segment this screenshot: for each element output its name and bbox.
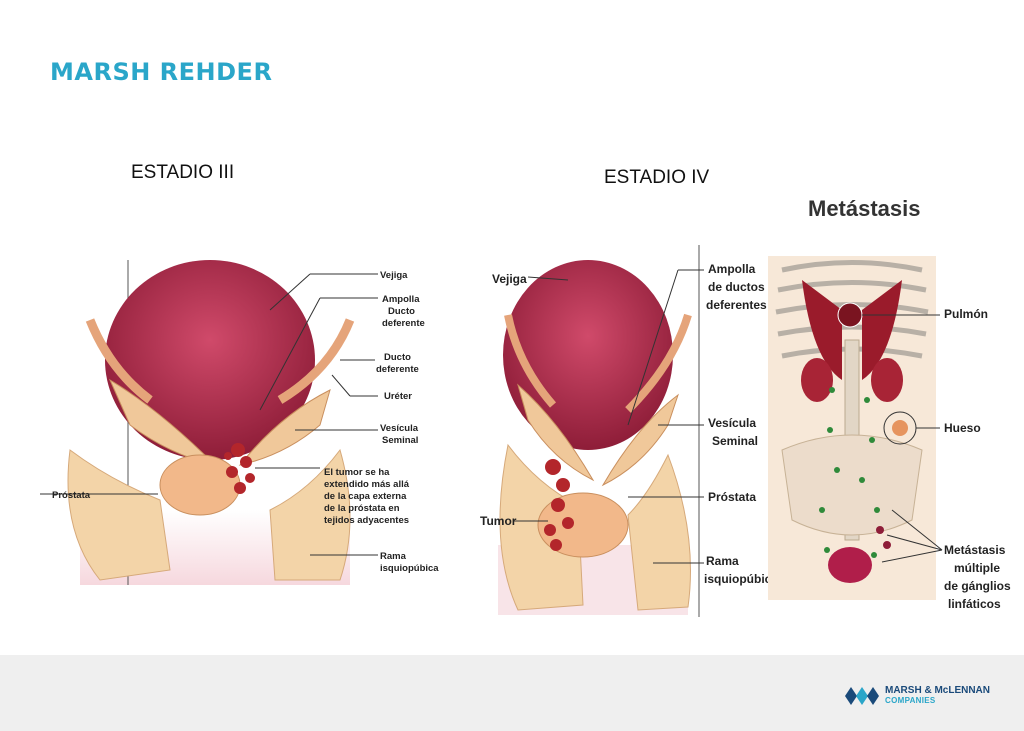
logo-line-1: MARSH & McLENNAN — [885, 685, 990, 696]
label-ganglios: múltiple — [954, 561, 1000, 575]
label-prostata: Próstata — [708, 490, 756, 504]
stage-3-illustration: Vejiga Ampolla Ducto deferente Ducto def… — [40, 250, 460, 590]
label-ampolla: deferentes — [706, 298, 767, 312]
metastasis-title: Metástasis — [808, 196, 921, 221]
metastasis-illustration: Metástasis — [762, 190, 1024, 618]
stage-3-title: ESTADIO III — [131, 162, 235, 183]
label-ganglios: Metástasis — [944, 543, 1006, 557]
label-ducto: deferente — [376, 364, 419, 375]
label-vejiga: Vejiga — [492, 272, 527, 286]
label-tumor: de la capa externa — [324, 491, 407, 502]
stage-4-title: ESTADIO IV — [604, 167, 710, 188]
label-ampolla: deferente — [382, 318, 425, 329]
label-vesicula: Vesícula — [380, 423, 419, 434]
brand-title: MARSH REHDER — [50, 58, 273, 86]
label-ampolla: Ducto — [388, 306, 415, 317]
label-pulmon: Pulmón — [944, 307, 988, 321]
label-tumor: Tumor — [480, 514, 517, 528]
label-tumor: de la próstata en — [324, 503, 400, 514]
label-vesicula: Seminal — [712, 434, 758, 448]
label-vesicula: Vesícula — [708, 416, 756, 430]
label-tumor: tejidos adyacentes — [324, 515, 409, 526]
label-ganglios: de gánglios — [944, 579, 1011, 593]
label-rama: Rama — [380, 551, 407, 562]
label-ureter: Uréter — [384, 391, 412, 402]
label-ampolla: Ampolla — [382, 294, 420, 305]
label-rama: Rama — [706, 554, 739, 568]
label-ducto: Ducto — [384, 352, 411, 363]
label-tumor: extendido más allá — [324, 479, 410, 490]
label-ampolla: Ampolla — [708, 262, 756, 276]
label-vejiga: Vejiga — [380, 270, 408, 281]
label-rama: isquiopúbica — [380, 563, 439, 574]
stage-4-illustration: Vejiga Ampolla de ductos deferentes Vesí… — [478, 245, 768, 617]
label-ganglios: linfáticos — [948, 597, 1001, 611]
label-rama: isquiopúbica — [704, 572, 768, 586]
label-prostata: Próstata — [52, 490, 91, 501]
company-logo: MARSH & McLENNAN COMPANIES — [845, 686, 990, 706]
logo-line-2: COMPANIES — [885, 696, 936, 705]
label-vesicula: Seminal — [382, 435, 418, 446]
label-tumor: El tumor se ha — [324, 467, 390, 478]
label-ampolla: de ductos — [708, 280, 765, 294]
label-hueso: Hueso — [944, 421, 981, 435]
marsh-mclennan-logo-icon — [845, 687, 879, 705]
